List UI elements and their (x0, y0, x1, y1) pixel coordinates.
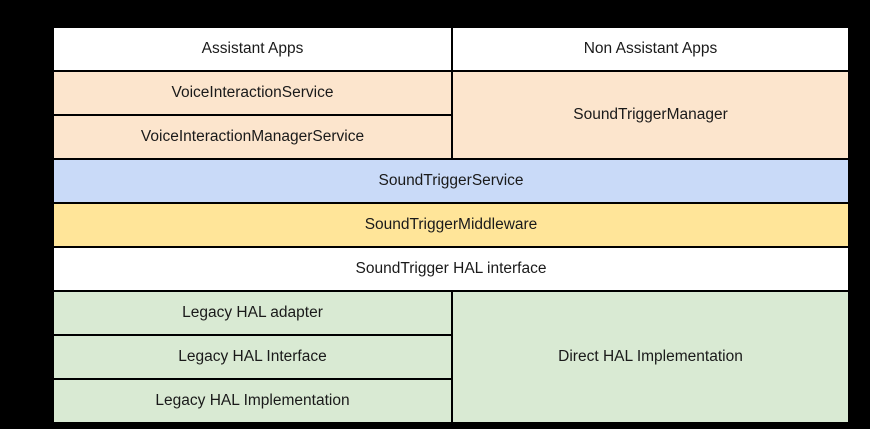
table-row-sound-trigger-middleware: SoundTriggerMiddleware (52, 202, 850, 248)
cell-sound-trigger-middleware: SoundTriggerMiddleware (52, 202, 850, 248)
table-row-sound-trigger-hal-interface: SoundTrigger HAL interface (52, 246, 850, 292)
table-row-voice-interaction-manager-service: VoiceInteractionManagerService (52, 114, 849, 160)
cell-legacy-hal-implementation: Legacy HAL Implementation (52, 378, 453, 424)
table-row-legacy-hal-implementation: Legacy HAL Implementation (52, 378, 849, 424)
table-row-legacy-hal-interface: Legacy HAL Interface (52, 334, 849, 380)
cell-assistant-apps: Assistant Apps (52, 26, 453, 72)
cell-direct-hal-implementation: Direct HAL Implementation (451, 290, 850, 424)
cell-sound-trigger-hal-interface: SoundTrigger HAL interface (52, 246, 850, 292)
cell-sound-trigger-service: SoundTriggerService (52, 158, 850, 204)
table-row-legacy-hal-adapter: Legacy HAL adapter Direct HAL Implementa… (52, 290, 850, 424)
cell-legacy-hal-interface: Legacy HAL Interface (52, 334, 453, 380)
cell-voice-interaction-service: VoiceInteractionService (52, 70, 453, 116)
soundtrigger-architecture-table: Assistant Apps Non Assistant Apps VoiceI… (52, 26, 850, 424)
table-row-voice-interaction-service: VoiceInteractionService SoundTriggerMana… (52, 70, 850, 160)
cell-sound-trigger-manager: SoundTriggerManager (451, 70, 850, 160)
table-row-headers: Assistant Apps Non Assistant Apps (52, 26, 850, 72)
cell-voice-interaction-manager-service: VoiceInteractionManagerService (52, 114, 453, 160)
cell-legacy-hal-adapter: Legacy HAL adapter (52, 290, 453, 336)
table-row-sound-trigger-service: SoundTriggerService (52, 158, 850, 204)
cell-non-assistant-apps: Non Assistant Apps (451, 26, 850, 72)
